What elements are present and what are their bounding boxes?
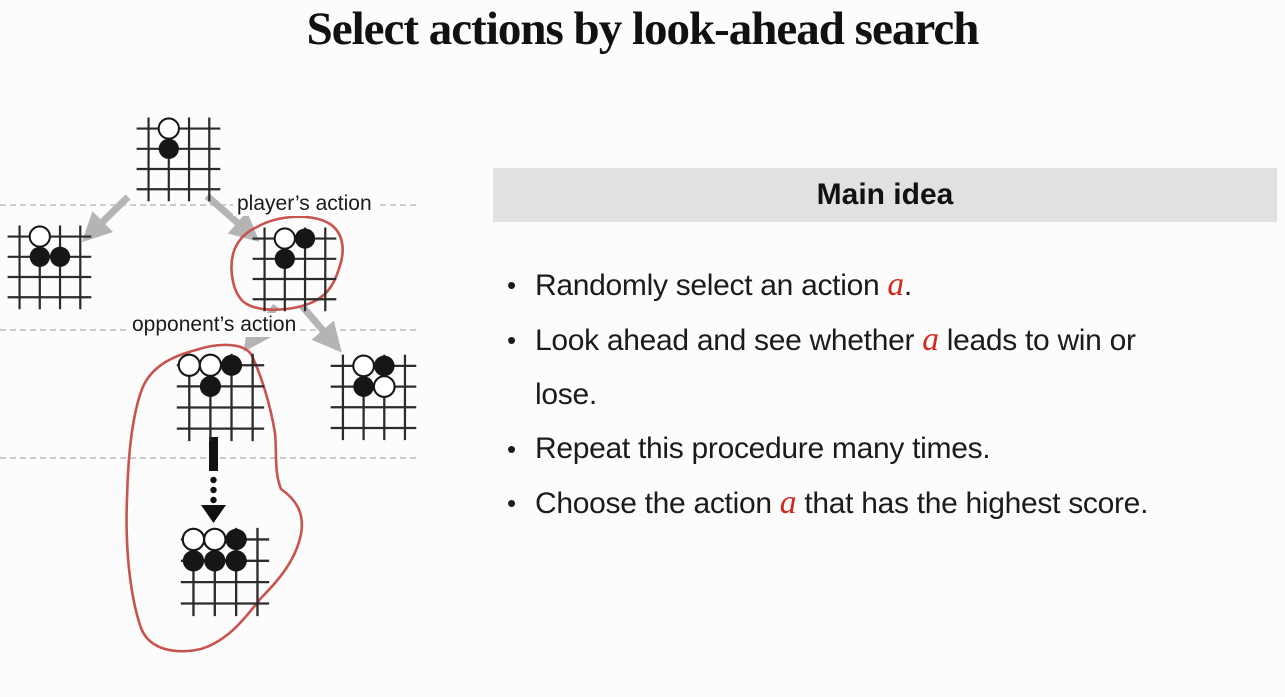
white-stone (198, 353, 223, 377)
level3-right-board (330, 354, 417, 441)
white-stone (372, 375, 396, 398)
final-board (180, 527, 270, 617)
bullet-text: that has the highest score. (796, 487, 1149, 520)
bullet-text: lose. (535, 378, 597, 411)
white-stone (181, 527, 206, 552)
black-stone (373, 355, 395, 377)
level-separator-3 (0, 457, 416, 459)
black-stone (199, 375, 221, 397)
black-stone (204, 550, 226, 572)
arrow-head (201, 505, 226, 523)
player-action-label: player’s action (233, 192, 376, 216)
main-idea-bullet-list: Randomly select an action a.Look ahead a… (505, 258, 1283, 531)
white-stone (203, 527, 227, 552)
bullet-item: Repeat this procedure many times. (505, 422, 1283, 476)
arrow-dot (210, 476, 217, 484)
main-idea-header: Main idea (493, 168, 1277, 222)
level3-left-board (176, 353, 265, 442)
black-stone (274, 248, 295, 269)
arrow-dot (210, 496, 217, 504)
root-board (136, 117, 221, 202)
white-stone (352, 354, 375, 378)
opponent-action-label: opponent’s action (128, 313, 301, 337)
slide-title: Select actions by look-ahead search (306, 3, 980, 55)
lookahead-tree-diagram: player’s action opponent’s action (0, 0, 460, 697)
black-stone (220, 354, 243, 376)
white-stone (28, 225, 51, 248)
action-variable-a: a (887, 266, 904, 303)
bullet-text: Randomly select an action (535, 269, 888, 302)
white-stone (177, 353, 201, 377)
white-stone (273, 227, 296, 250)
black-stone (353, 376, 374, 397)
bullet-item: Randomly select an action a. (505, 258, 1283, 313)
black-stone (225, 550, 247, 572)
bullet-text: leads to win or (938, 324, 1136, 357)
bullet-text: . (903, 269, 912, 302)
bullet-text: Look ahead and see whether (535, 324, 923, 357)
action-variable-a: a (922, 321, 939, 358)
bullet-item: Choose the action a that has the highest… (505, 476, 1283, 531)
black-stone (49, 246, 71, 267)
black-stone (225, 528, 247, 551)
bullet-item: Look ahead and see whether a leads to wi… (505, 313, 1283, 422)
main-idea-title: Main idea (816, 178, 954, 211)
arrow-dot (210, 486, 217, 494)
action-variable-a: a (779, 484, 797, 521)
white-stone (157, 117, 180, 140)
level2-left-board (7, 225, 92, 310)
level2-right-board (252, 227, 337, 312)
bullet-text: Choose the action (535, 487, 780, 520)
black-stone (182, 550, 205, 572)
black-stone (294, 228, 316, 249)
black-stone (29, 246, 50, 267)
rollout-continuation-arrow (201, 437, 226, 523)
black-stone (158, 138, 179, 159)
bullet-text: Repeat this procedure many times. (535, 432, 991, 465)
